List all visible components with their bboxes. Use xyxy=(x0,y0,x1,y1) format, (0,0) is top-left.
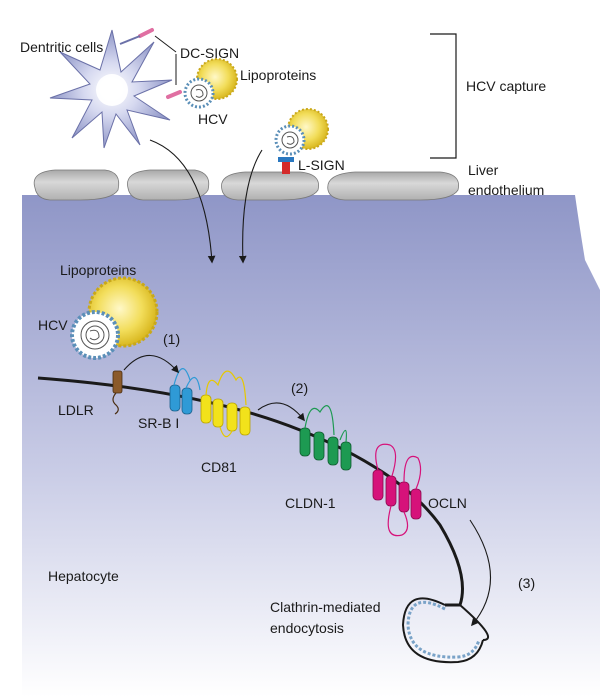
clathrin-coated-pit xyxy=(401,597,484,664)
ocln-receptor xyxy=(372,443,422,537)
label-l-sign: L-SIGN xyxy=(298,157,345,173)
arrow-step-3 xyxy=(469,519,492,627)
arrow-dc-to-hepatocyte xyxy=(149,139,216,264)
label-clathrin-line1: Clathrin-mediated xyxy=(270,599,381,615)
label-step-1: (1) xyxy=(163,331,180,347)
arrow-step-1 xyxy=(123,355,180,374)
hepatocyte-cytoplasm xyxy=(22,195,600,697)
pit-outer xyxy=(459,604,489,641)
hcv-particle-main xyxy=(70,310,120,360)
hcv-particle-l-sign xyxy=(274,124,306,156)
label-lipoproteins-top: Lipoproteins xyxy=(240,67,316,83)
hcv-capture-bracket xyxy=(430,33,457,159)
label-ldlr: LDLR xyxy=(58,402,94,418)
label-hcv-top: HCV xyxy=(198,111,228,127)
label-hcv-main: HCV xyxy=(38,317,68,333)
label-hepatocyte: Hepatocyte xyxy=(48,568,119,584)
label-clathrin-line2: endocytosis xyxy=(270,620,344,636)
liver-endothelium xyxy=(33,169,459,201)
ldlr-receptor xyxy=(112,370,123,415)
label-dc-sign: DC-SIGN xyxy=(180,45,239,61)
label-hcv-capture: HCV capture xyxy=(466,78,546,94)
label-cd81: CD81 xyxy=(201,459,237,475)
dc-sign-pointer-top xyxy=(154,35,177,53)
label-lipoproteins-main: Lipoproteins xyxy=(60,262,136,278)
srbi-receptor xyxy=(169,368,201,415)
label-ocln: OCLN xyxy=(428,495,467,511)
label-step-3: (3) xyxy=(518,575,535,591)
label-endothelium: endothelium xyxy=(468,182,544,198)
dc-sign-receptor-bottom xyxy=(166,90,182,99)
dc-sign-receptor-top xyxy=(119,28,154,45)
cd81-receptor xyxy=(200,370,251,438)
cldn1-receptor xyxy=(299,405,352,471)
label-srbi: SR-B I xyxy=(138,415,179,431)
l-sign-receptor xyxy=(278,157,294,174)
dendritic-cell xyxy=(49,29,173,149)
label-step-2: (2) xyxy=(291,380,308,396)
label-dendritic-cells: Dentritic cells xyxy=(20,39,103,55)
label-cldn1: CLDN-1 xyxy=(285,495,336,511)
label-liver: Liver xyxy=(468,162,499,178)
arrow-lsign-to-hepatocyte xyxy=(238,149,263,264)
plasma-membrane xyxy=(37,376,464,607)
arrow-step-2 xyxy=(257,402,305,422)
hcv-particle-top xyxy=(183,77,215,109)
